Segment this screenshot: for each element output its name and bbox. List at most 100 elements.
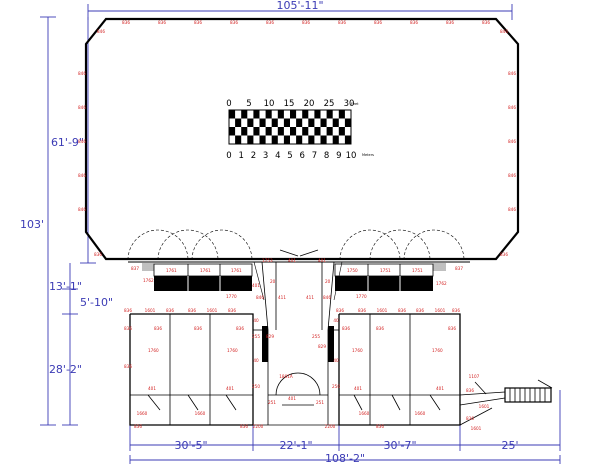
scale-cell xyxy=(320,135,327,144)
code: 836 xyxy=(448,326,456,331)
scale-meter-tick: 4 xyxy=(275,151,280,161)
code: 836 xyxy=(230,20,238,25)
upper-corridor: 1761 1761 1761 1750 1751 1751 837 837 17… xyxy=(128,249,470,331)
code: 1601 xyxy=(471,426,482,431)
code: 836 xyxy=(376,424,384,429)
code: 836 xyxy=(374,20,382,25)
scale-cell xyxy=(229,110,236,119)
dim-bottom-mid: 22'-1" xyxy=(279,439,312,452)
code: 1801A xyxy=(279,374,293,379)
code: 40 xyxy=(253,318,259,323)
scale-feet-tick: 30 xyxy=(344,99,355,109)
code: 1770 xyxy=(356,294,367,299)
scale-cell xyxy=(265,127,272,136)
code: 251 xyxy=(268,400,276,405)
code: 846 xyxy=(323,295,331,300)
code: 401 xyxy=(288,258,296,263)
code: 401 xyxy=(354,386,362,391)
scale-cell xyxy=(332,118,339,127)
code: 250 xyxy=(252,384,260,389)
code: 846 xyxy=(500,29,508,34)
code: 836 xyxy=(122,20,130,25)
dim-top-width: 105'-11" xyxy=(276,0,323,12)
code: 846 xyxy=(78,105,86,110)
code: 2200 xyxy=(325,424,336,429)
dimension-labels: 105'-11" 61'-9" 103' 13'-1" 5'-10" 28'-2… xyxy=(20,0,519,464)
code: 1601 xyxy=(377,308,388,313)
dimension-lines xyxy=(40,4,561,464)
code: 829 xyxy=(266,334,274,339)
scale-meter-tick: 6 xyxy=(299,151,304,161)
scale-cell xyxy=(290,110,297,119)
scale-cell xyxy=(344,135,351,144)
code: 846 xyxy=(78,207,86,212)
code: 1601 xyxy=(207,308,218,313)
code: 836 xyxy=(236,326,244,331)
scale-cell xyxy=(302,110,309,119)
code: 250 xyxy=(332,384,340,389)
code: 836 xyxy=(188,308,196,313)
code: 837 xyxy=(131,266,139,271)
code: 829 xyxy=(318,344,326,349)
scale-meter-tick: 1 xyxy=(238,151,243,161)
scale-cell xyxy=(271,118,278,127)
scale-cell xyxy=(229,127,236,136)
code: 836 xyxy=(158,20,166,25)
code: 40 xyxy=(253,358,259,363)
code: 836 xyxy=(342,326,350,331)
code: 411 xyxy=(278,295,286,300)
code: 1761 xyxy=(200,268,211,273)
code: 836 xyxy=(336,308,344,313)
code: 836 xyxy=(500,252,508,257)
code: 846 xyxy=(97,29,105,34)
scale-cell xyxy=(235,135,242,144)
scale-feet-tick: 0 xyxy=(226,99,231,109)
scale-cell xyxy=(241,110,248,119)
code: 1751 xyxy=(412,268,423,273)
code: 1601 xyxy=(479,404,490,409)
code: 836 xyxy=(94,252,102,257)
scale-cell xyxy=(314,127,321,136)
code: 836 xyxy=(338,20,346,25)
scale-cell xyxy=(296,135,303,144)
code: 401 xyxy=(226,386,234,391)
code: 846 xyxy=(78,71,86,76)
code: 1601 xyxy=(435,308,446,313)
code: 837 xyxy=(455,266,463,271)
scale-feet-unit: Feet xyxy=(351,102,359,106)
scale-feet-tick: 5 xyxy=(246,99,251,109)
code: 1751 xyxy=(380,268,391,273)
scale-cell xyxy=(302,127,309,136)
code: 846 xyxy=(508,71,516,76)
code: 836 xyxy=(446,20,454,25)
scale-cell xyxy=(253,127,260,136)
code: 1770 xyxy=(226,294,237,299)
code: 846 xyxy=(508,173,516,178)
scale-meter-tick: 9 xyxy=(336,151,341,161)
scale-cell xyxy=(277,127,284,136)
scale-meter-tick: 5 xyxy=(287,151,292,161)
code: 251 xyxy=(316,400,324,405)
dim-lower-height: 28'-2" xyxy=(49,363,82,376)
code: 20 xyxy=(325,279,331,284)
code: 1760 xyxy=(432,348,443,353)
code: 846 xyxy=(508,139,516,144)
code: 836 xyxy=(240,424,248,429)
scale-cell xyxy=(344,118,351,127)
scale-cell xyxy=(320,118,327,127)
code: 1762 xyxy=(436,281,447,286)
scale-cell xyxy=(338,127,345,136)
code: 1761 xyxy=(231,268,242,273)
code: 836 xyxy=(228,308,236,313)
scale-cell xyxy=(265,110,272,119)
scale-checker xyxy=(229,110,351,144)
code: 836 xyxy=(194,20,202,25)
scale-cell xyxy=(332,135,339,144)
code: 836 xyxy=(466,416,474,421)
scale-cell xyxy=(277,110,284,119)
code: 20 xyxy=(270,279,276,284)
